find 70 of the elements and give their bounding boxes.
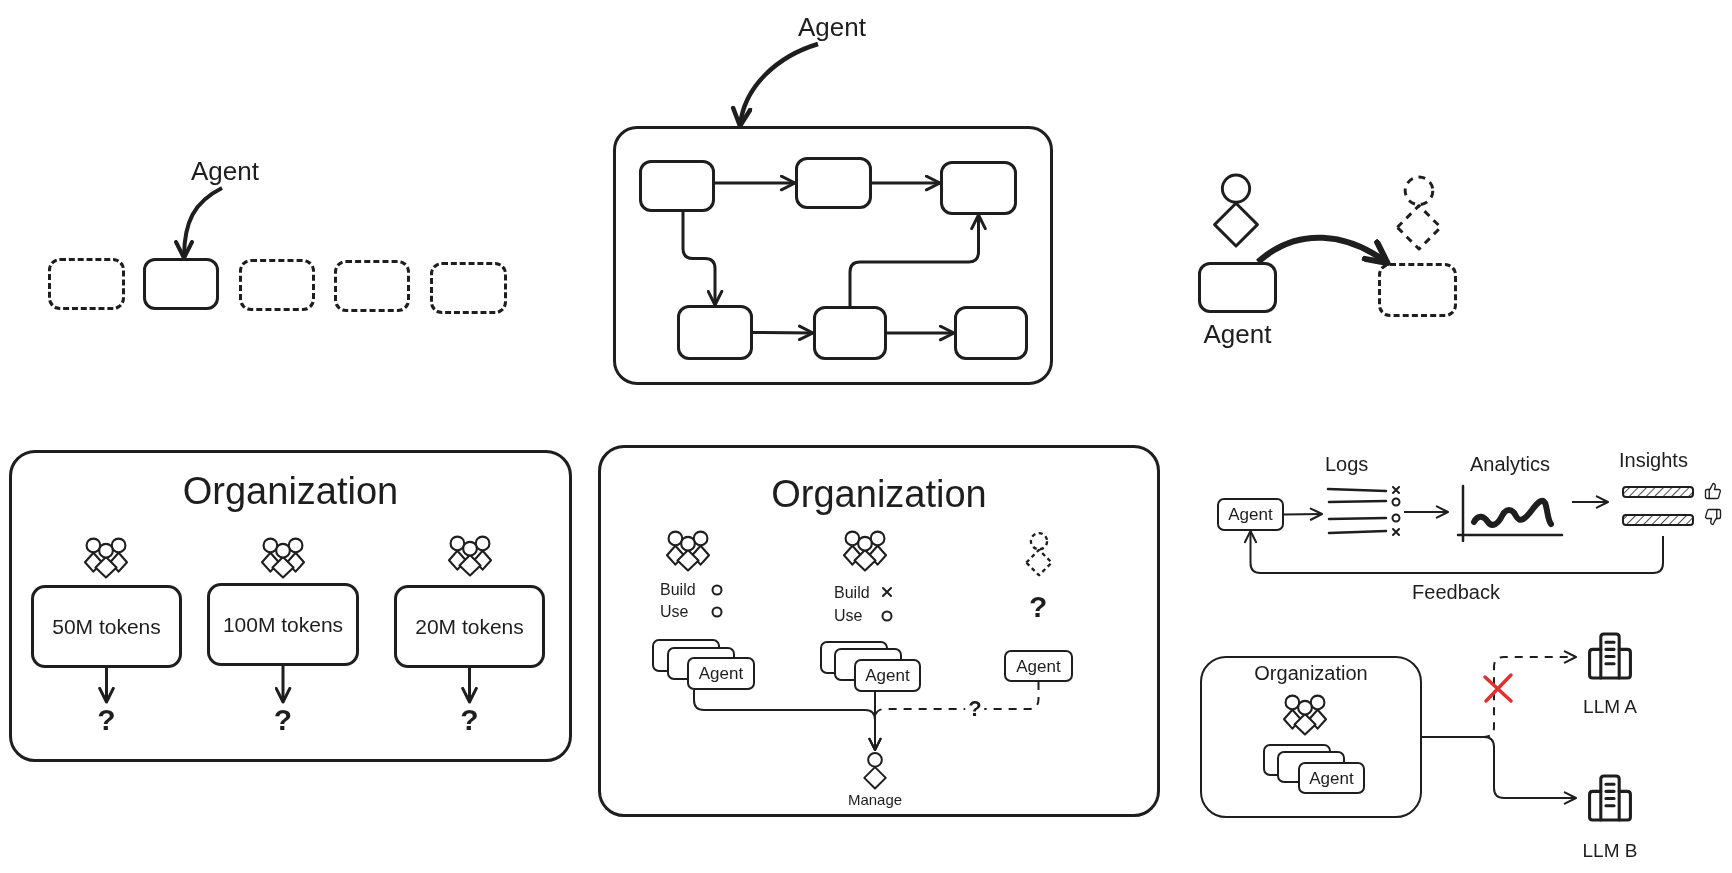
dashed-placeholder-box [48, 258, 125, 310]
token-label: 50M tokens [52, 616, 161, 637]
heading-text: Logs [1325, 454, 1369, 474]
step-box [940, 161, 1017, 215]
row-label: Use [660, 604, 689, 620]
arrow [715, 174, 797, 192]
arrow [753, 324, 815, 342]
arrow [887, 324, 956, 342]
caption-text: LLM A [1583, 697, 1637, 716]
organization-panel [9, 450, 572, 762]
row-label: Build [660, 582, 696, 598]
caption-text: LLM B [1582, 841, 1638, 860]
arrow [1243, 530, 1664, 574]
question-mark: ? [457, 702, 482, 738]
solid-box [143, 258, 219, 310]
annotation-text: Agent [180, 154, 270, 188]
arrow [872, 174, 942, 192]
agent-card [854, 659, 921, 692]
arrow [274, 666, 292, 704]
agent-card [1004, 650, 1073, 682]
workflow-frame [613, 126, 1053, 385]
step-box [677, 305, 753, 360]
arrow [98, 668, 115, 704]
annotation-text: Agent [790, 10, 874, 44]
question-mark: ? [1029, 592, 1048, 622]
token-box [394, 585, 545, 668]
token-box [31, 585, 182, 668]
arrow [174, 186, 223, 260]
agent-card [687, 657, 755, 690]
token-label: 100M tokens [222, 614, 344, 635]
dashed-placeholder-box [334, 260, 410, 312]
step-box [813, 306, 887, 360]
arrow [1403, 505, 1449, 519]
step-box [954, 306, 1028, 360]
caption-text: Agent [1203, 321, 1272, 347]
panel-title: Organization [182, 472, 399, 510]
arrow [848, 213, 987, 306]
question-mark: ? [94, 702, 119, 738]
arrow [1571, 495, 1609, 509]
agent-card [1217, 498, 1284, 531]
arrow [1283, 507, 1323, 521]
dashed-placeholder-box [1378, 263, 1457, 317]
organization-panel [1200, 656, 1422, 818]
row-label: Build [834, 585, 870, 601]
dashed-arrow [868, 681, 1040, 751]
row-label: Use [834, 608, 863, 624]
step-box [639, 160, 715, 212]
arrow [1256, 234, 1391, 266]
arrow [1421, 736, 1577, 805]
dashed-placeholder-box [239, 259, 315, 311]
arrow [681, 212, 724, 307]
agent-card [1298, 762, 1365, 794]
question-mark: ? [271, 702, 295, 738]
token-box [207, 583, 359, 666]
card-label: Agent [698, 665, 744, 682]
heading-text: Insights [1619, 450, 1688, 470]
panel-title: Organization [1254, 663, 1368, 683]
organization-panel [598, 445, 1160, 817]
card-label: Agent [1228, 506, 1273, 523]
card-label: Agent [1016, 657, 1061, 675]
card-label: Agent [1309, 769, 1354, 787]
token-label: 20M tokens [415, 616, 524, 637]
arrow [732, 41, 819, 129]
dashed-placeholder-box [430, 262, 507, 314]
card-label: Agent [865, 667, 910, 684]
arrow [461, 668, 478, 704]
step-box [795, 157, 872, 209]
heading-text: Analytics [1470, 454, 1550, 474]
panel-title: Organization [771, 475, 987, 513]
caption-text: Manage [847, 792, 903, 807]
